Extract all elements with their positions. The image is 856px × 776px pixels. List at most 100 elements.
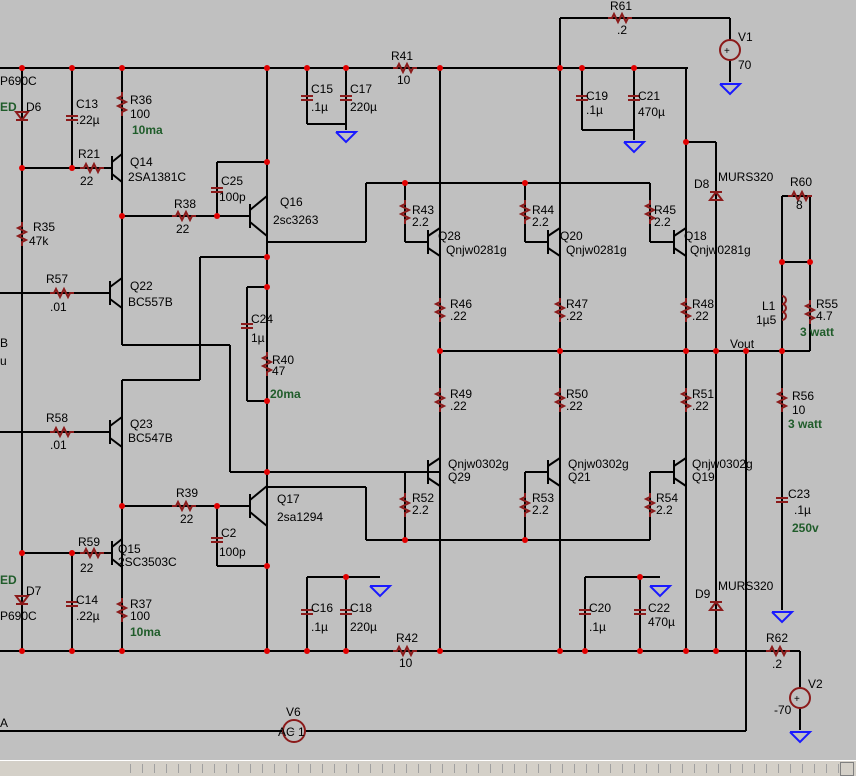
- resistor-r62[interactable]: [765, 646, 791, 656]
- resistor-r47[interactable]: [555, 297, 565, 323]
- part-q20: Qnjw0281g: [566, 243, 627, 257]
- resistor-r42[interactable]: [392, 646, 418, 656]
- label-r49: R49: [450, 387, 472, 401]
- resistor-r52[interactable]: [400, 492, 410, 518]
- transistor-q29[interactable]: [427, 457, 441, 487]
- label-q17: Q17: [277, 492, 300, 506]
- resistor-r36[interactable]: [117, 91, 127, 117]
- diode-d9[interactable]: [708, 600, 724, 611]
- resistor-r45[interactable]: [645, 199, 655, 225]
- resistor-r37[interactable]: [117, 597, 127, 623]
- value-r56: 10: [792, 403, 806, 417]
- value-c21: 470µ: [638, 105, 665, 119]
- led-d6[interactable]: [14, 111, 30, 122]
- transistor-q28[interactable]: [427, 227, 441, 257]
- label-r50: R50: [566, 387, 588, 401]
- transistor-q22[interactable]: [109, 277, 123, 309]
- label-q20: Q20: [560, 229, 583, 243]
- label-q22: Q22: [130, 279, 153, 293]
- transistor-q16[interactable]: [249, 195, 268, 237]
- label-r41: R41: [391, 49, 413, 63]
- label-q14: Q14: [130, 155, 153, 169]
- diode-d8[interactable]: [708, 190, 724, 201]
- label-d6: D6: [26, 100, 42, 114]
- inductor-l1[interactable]: [781, 295, 787, 321]
- value-c23: .1µ: [794, 503, 811, 517]
- label-r43: R43: [412, 203, 434, 217]
- ground-symbol: [649, 585, 671, 597]
- label-r36: R36: [130, 93, 152, 107]
- resistor-r21[interactable]: [79, 163, 105, 173]
- label-r40: R40: [272, 353, 294, 367]
- scrollbar-track[interactable]: [130, 764, 840, 773]
- label-r57: R57: [46, 272, 68, 286]
- label-q18: Q18: [684, 229, 707, 243]
- resistor-r56[interactable]: [777, 387, 787, 413]
- resistor-r49[interactable]: [435, 387, 445, 413]
- value-c14: .22µ: [76, 609, 100, 623]
- label-r62: R62: [766, 631, 788, 645]
- resistor-r50[interactable]: [555, 387, 565, 413]
- value-r44: 2.2: [532, 215, 549, 229]
- label-c19: C19: [586, 89, 608, 103]
- resistor-r48[interactable]: [681, 297, 691, 323]
- transistor-q21[interactable]: [547, 457, 561, 487]
- label-r45: R45: [654, 203, 676, 217]
- resistor-r51[interactable]: [681, 387, 691, 413]
- part-q28: Qnjw0281g: [446, 243, 507, 257]
- resistor-r44[interactable]: [520, 199, 530, 225]
- resistor-r46[interactable]: [435, 297, 445, 323]
- resistor-r35[interactable]: [17, 221, 27, 247]
- label-r44: R44: [532, 203, 554, 217]
- components: + + ~: [14, 13, 815, 743]
- schematic-canvas[interactable]: + + ~ P690C ED D6 C13 .22µ R36 100 10ma …: [0, 0, 856, 760]
- resistor-r41[interactable]: [392, 63, 418, 73]
- part-q17: 2sa1294: [277, 510, 323, 524]
- transistor-q20[interactable]: [547, 227, 561, 257]
- value-r45: 2.2: [654, 215, 671, 229]
- label-r58: R58: [46, 411, 68, 425]
- scroll-right-button[interactable]: [840, 762, 854, 776]
- labels: P690C ED D6 C13 .22µ R36 100 10ma R21 22…: [0, 0, 838, 739]
- label-c14: C14: [76, 593, 98, 607]
- resistor-r57[interactable]: [49, 288, 75, 298]
- value-r39: 22: [180, 512, 194, 526]
- resistor-r39[interactable]: [171, 501, 197, 511]
- led-d7[interactable]: [14, 595, 30, 606]
- resistor-r43[interactable]: [400, 199, 410, 225]
- label-v1: V1: [738, 30, 753, 44]
- resistor-r55[interactable]: [805, 299, 815, 325]
- label-c18: C18: [350, 601, 372, 615]
- transistor-q14[interactable]: [111, 153, 123, 183]
- label-c17: C17: [350, 82, 372, 96]
- ac-source-v6[interactable]: ~: [282, 719, 306, 743]
- value-r42: 10: [399, 656, 413, 670]
- value-r48: .22: [692, 309, 709, 323]
- resistor-r59[interactable]: [79, 548, 105, 558]
- transistor-q15[interactable]: [111, 538, 123, 568]
- label-c24: C24: [251, 312, 273, 326]
- resistor-r61[interactable]: [607, 13, 633, 23]
- label-r55: R55: [816, 297, 838, 311]
- svg-text:+: +: [724, 46, 730, 57]
- label-v6: V6: [286, 705, 301, 719]
- transistor-q19[interactable]: [673, 457, 687, 487]
- horizontal-scrollbar[interactable]: [0, 760, 856, 776]
- resistor-r40[interactable]: [262, 351, 272, 377]
- transistor-q23[interactable]: [109, 416, 123, 448]
- label-r39: R39: [176, 486, 198, 500]
- label-r38: R38: [174, 197, 196, 211]
- transistor-q17[interactable]: [249, 485, 268, 527]
- label-q21: Q21: [568, 470, 591, 484]
- value-r50: .22: [566, 399, 583, 413]
- transistor-q18[interactable]: [673, 227, 687, 257]
- resistor-r58[interactable]: [49, 427, 75, 437]
- value-c18: 220µ: [350, 620, 377, 634]
- voltage-source-v1[interactable]: +: [719, 39, 741, 61]
- resistor-r53[interactable]: [520, 492, 530, 518]
- label-r48: R48: [692, 297, 714, 311]
- resistor-r38[interactable]: [171, 211, 197, 221]
- resistor-r54[interactable]: [645, 492, 655, 518]
- label-c21: C21: [638, 89, 660, 103]
- voltage-source-v2[interactable]: +: [789, 687, 811, 709]
